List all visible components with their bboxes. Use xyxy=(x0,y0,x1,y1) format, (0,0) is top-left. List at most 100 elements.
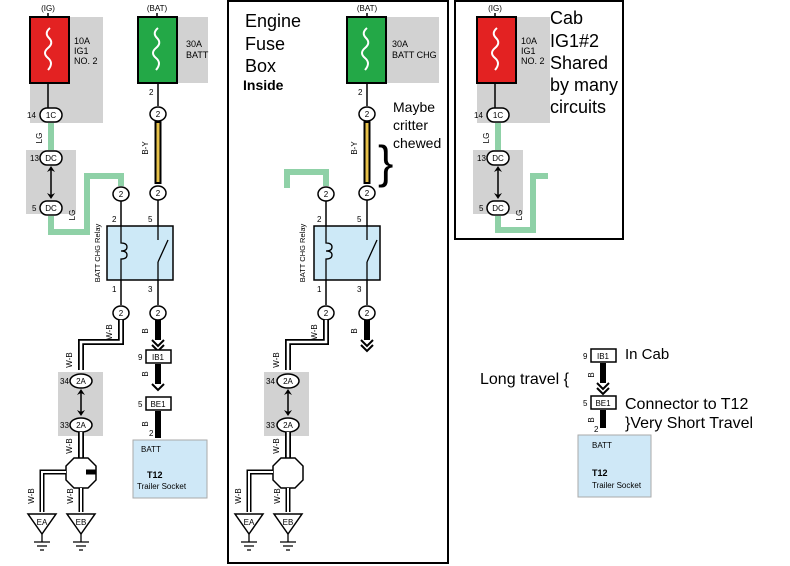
pin-label: 3 xyxy=(148,285,153,294)
pin-label: 13 xyxy=(477,154,486,163)
fuse-rating: 30A xyxy=(392,39,408,49)
connector-label: 2 xyxy=(156,110,161,119)
splice-point xyxy=(272,457,304,489)
engine-label-3: Box xyxy=(245,56,276,76)
brace-icon: } xyxy=(378,136,393,188)
wire-color-label: B xyxy=(141,328,150,333)
connector-label: BE1 xyxy=(150,400,166,409)
connector-label: DC xyxy=(492,154,504,163)
fuse-rating: 10A xyxy=(521,36,537,46)
fuse-name: IG1 xyxy=(74,46,89,56)
wire-color-label: W-B xyxy=(310,324,319,339)
connector-label: 1C xyxy=(493,111,503,120)
wire-color-label: B xyxy=(587,417,596,422)
connector-label: 2 xyxy=(119,190,124,199)
green-fuse xyxy=(346,16,387,84)
pin-label: 5 xyxy=(479,204,484,213)
fuse-source-label: (IG) xyxy=(41,4,55,13)
connector-2a xyxy=(69,373,93,389)
pin-label: 5 xyxy=(357,215,362,224)
connector-be1 xyxy=(590,395,617,410)
connector-label: 2 xyxy=(324,309,329,318)
right-annotation-section: 9 IB1 In Cab B Long travel { 5 BE1 Conne… xyxy=(480,346,753,498)
fuse-name-2: NO. 2 xyxy=(521,56,545,66)
engine-fuse-box-section: Engine Fuse Box Inside (BAT) 30A BATT CH… xyxy=(227,0,449,564)
maybe-label: Maybe xyxy=(393,99,435,115)
fuse-source-label: (IG) xyxy=(488,4,502,13)
connector-label: IB1 xyxy=(152,353,165,362)
load-sub: Trailer Socket xyxy=(592,481,642,490)
load-terminal-label: BATT xyxy=(592,441,612,450)
connector-label: 2 xyxy=(324,190,329,199)
wire-color-label: B xyxy=(141,421,150,426)
connector-label: BE1 xyxy=(595,399,611,408)
wire-color-label: LG xyxy=(35,133,44,144)
wire-color-label: W-B xyxy=(273,488,282,503)
red-fuse xyxy=(476,16,517,84)
ground-label: EB xyxy=(76,518,87,527)
fuse-source-label: (BAT) xyxy=(147,4,168,13)
connector-label: 2 xyxy=(365,110,370,119)
green-fuse xyxy=(137,16,178,84)
pin-label: 14 xyxy=(27,111,36,120)
connector-label: 2A xyxy=(76,421,86,430)
connector-be1 xyxy=(145,396,172,411)
connector-label: DC xyxy=(45,204,57,213)
connector-dc xyxy=(39,200,63,216)
load-terminal-label: BATT xyxy=(141,445,161,454)
red-fuse xyxy=(29,16,70,84)
ground-ea-icon xyxy=(233,513,265,536)
pin-label: 5 xyxy=(583,399,588,408)
connector-label: 2 xyxy=(119,309,124,318)
cab-label-4: by many xyxy=(550,75,618,95)
load-name: T12 xyxy=(592,468,608,478)
wire-color-label: B xyxy=(350,328,359,333)
fuse-element-icon xyxy=(44,27,53,71)
cab-box-outline xyxy=(454,0,624,240)
pin-label: 5 xyxy=(32,204,37,213)
pin-label: 14 xyxy=(474,111,483,120)
wire-color-label: W-B xyxy=(272,352,281,367)
ground-eb-icon xyxy=(65,513,97,536)
wire-color-label: LG xyxy=(68,210,77,221)
fuse-name: IG1 xyxy=(521,46,536,56)
pin-label: 2 xyxy=(358,88,363,97)
pin-label: 1 xyxy=(112,285,117,294)
pin-label: 1 xyxy=(317,285,322,294)
fuse-element-icon xyxy=(361,27,370,71)
trailer-socket-box xyxy=(577,434,652,498)
connector-label: DC xyxy=(492,204,504,213)
connector-label: IB1 xyxy=(597,352,610,361)
engine-label: Engine xyxy=(245,11,301,31)
fuse-source-label: (BAT) xyxy=(357,4,378,13)
connector-2a xyxy=(276,373,300,389)
fuse-name: BATT CHG xyxy=(392,50,437,60)
load-sub: Trailer Socket xyxy=(137,482,187,491)
relay-box xyxy=(313,225,381,281)
connector-label: 2A xyxy=(76,377,86,386)
wire-color-label: B-Y xyxy=(141,141,150,155)
ground-label: EA xyxy=(37,518,48,527)
wire-color-label: W-B xyxy=(65,352,74,367)
wire-color-label: B-Y xyxy=(350,141,359,155)
wire-color-label: LG xyxy=(515,210,524,221)
long-travel-label: Long travel { xyxy=(480,371,570,388)
cab-label-3: Shared xyxy=(550,53,608,73)
pin-label: 2 xyxy=(112,215,117,224)
wire-color-label: W-B xyxy=(27,488,36,503)
ground-ea-icon xyxy=(26,513,58,536)
relay-label: BATT CHG Relay xyxy=(298,224,307,283)
connector-dc xyxy=(486,150,510,166)
relay-box xyxy=(106,225,174,281)
connector-ib1 xyxy=(590,348,617,363)
fuse-name-2: NO. 2 xyxy=(74,56,98,66)
connector-dc xyxy=(486,200,510,216)
wire-color-label: LG xyxy=(482,133,491,144)
load-name: T12 xyxy=(147,470,163,480)
inside-label: Inside xyxy=(243,77,284,93)
wire-color-label: B xyxy=(141,371,150,376)
trailer-socket-box xyxy=(132,439,208,499)
connector-label: 2A xyxy=(283,377,293,386)
connector-to-label: Connector to T12 xyxy=(625,396,748,413)
wire-color-label: B xyxy=(587,372,596,377)
